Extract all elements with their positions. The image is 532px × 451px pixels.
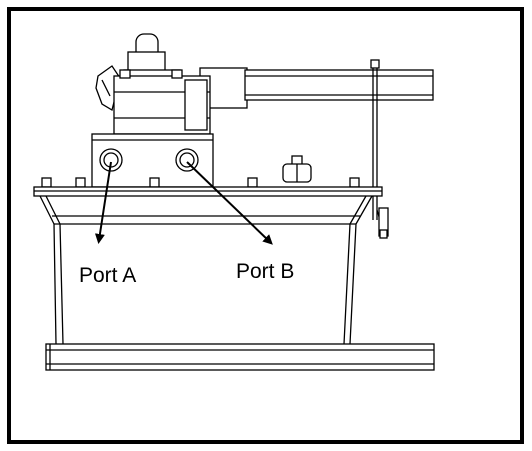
port-a-label: Port A [79,264,136,287]
port-b-label: Port B [236,260,294,283]
top-flange [33,186,383,197]
center-cap [282,155,312,183]
valve-block [113,69,211,135]
port-a-arrow [94,161,112,244]
base-rail [45,343,435,371]
outer-frame [7,7,524,444]
lever-arm [199,67,434,109]
port-b-arrow [186,161,273,245]
